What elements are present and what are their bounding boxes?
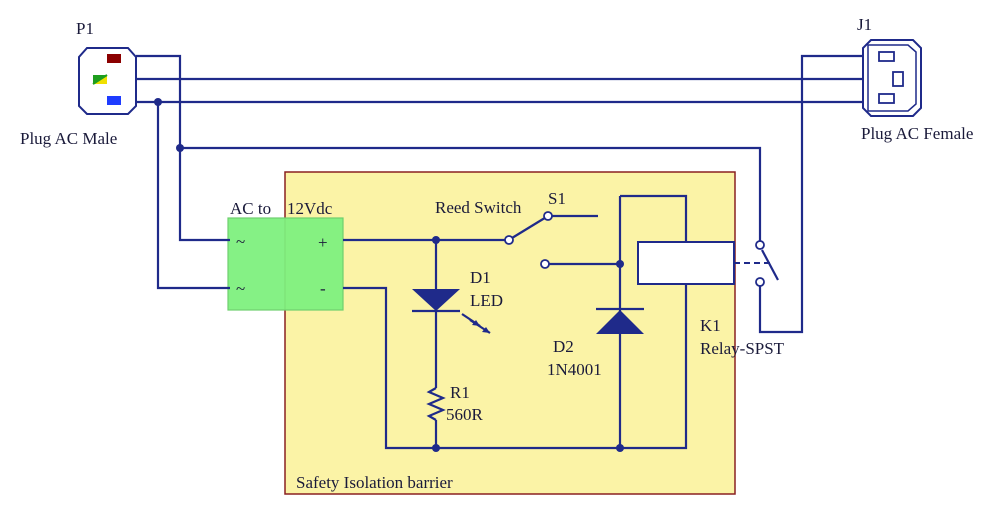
female-socket-live bbox=[878, 51, 895, 62]
p1-ref-label: P1 bbox=[76, 19, 94, 38]
barrier-label: Safety Isolation barrier bbox=[296, 473, 453, 492]
d2-ref-label: D2 bbox=[553, 337, 574, 356]
d1-type-label: LED bbox=[470, 291, 503, 310]
relay-coil bbox=[637, 241, 735, 285]
female-socket-earth bbox=[892, 71, 904, 87]
live-switched-wire bbox=[180, 146, 762, 242]
junction-node bbox=[154, 98, 162, 106]
junction-node bbox=[432, 444, 440, 452]
junction-node bbox=[432, 236, 440, 244]
live-to-socket-wire bbox=[758, 54, 863, 334]
r1-ref-label: R1 bbox=[450, 383, 470, 402]
female-socket-neutral bbox=[878, 93, 895, 104]
plug-ac-male-icon bbox=[78, 47, 137, 115]
junction-node bbox=[176, 144, 184, 152]
s1-ref-label: S1 bbox=[548, 189, 566, 208]
ac-dc-converter-block bbox=[227, 217, 344, 311]
relay-coil-bottom-wire bbox=[620, 284, 688, 450]
d2-type-label: 1N4001 bbox=[547, 360, 602, 379]
junction-node bbox=[616, 260, 624, 268]
k1-type-label: Relay-SPST bbox=[700, 339, 785, 358]
psu-label-right: 12Vdc bbox=[287, 199, 333, 218]
neutral-pin bbox=[107, 96, 121, 105]
p1-name-label: Plug AC Male bbox=[20, 129, 117, 148]
diode-d2-icon bbox=[596, 307, 644, 334]
psu-ac-terminal-1: ~ bbox=[236, 232, 245, 251]
psu-plus-terminal: + bbox=[318, 233, 328, 252]
led-d1-icon bbox=[412, 289, 491, 334]
reed-switch-s1 bbox=[504, 211, 598, 269]
safety-isolation-barrier bbox=[284, 171, 736, 495]
resistor-r1-icon bbox=[426, 387, 446, 421]
relay-coil-top-wire bbox=[620, 194, 688, 242]
j1-name-label: Plug AC Female bbox=[861, 124, 973, 143]
k1-ref-label: K1 bbox=[700, 316, 721, 335]
dc-negative-wire bbox=[343, 286, 620, 450]
j1-ref-label: J1 bbox=[857, 15, 872, 34]
reed-switch-label: Reed Switch bbox=[435, 198, 522, 217]
live-pin bbox=[107, 54, 121, 63]
psu-minus-terminal: - bbox=[320, 279, 326, 298]
r1-value-label: 560R bbox=[446, 405, 484, 424]
psu-ac-terminal-2: ~ bbox=[236, 279, 245, 298]
psu-label-left: AC to bbox=[230, 199, 271, 218]
neutral-psu-wire bbox=[156, 102, 230, 290]
plug-ac-female-icon bbox=[862, 39, 922, 117]
d1-ref-label: D1 bbox=[470, 268, 491, 287]
relay-contact bbox=[734, 240, 779, 287]
junction-node bbox=[616, 444, 624, 452]
